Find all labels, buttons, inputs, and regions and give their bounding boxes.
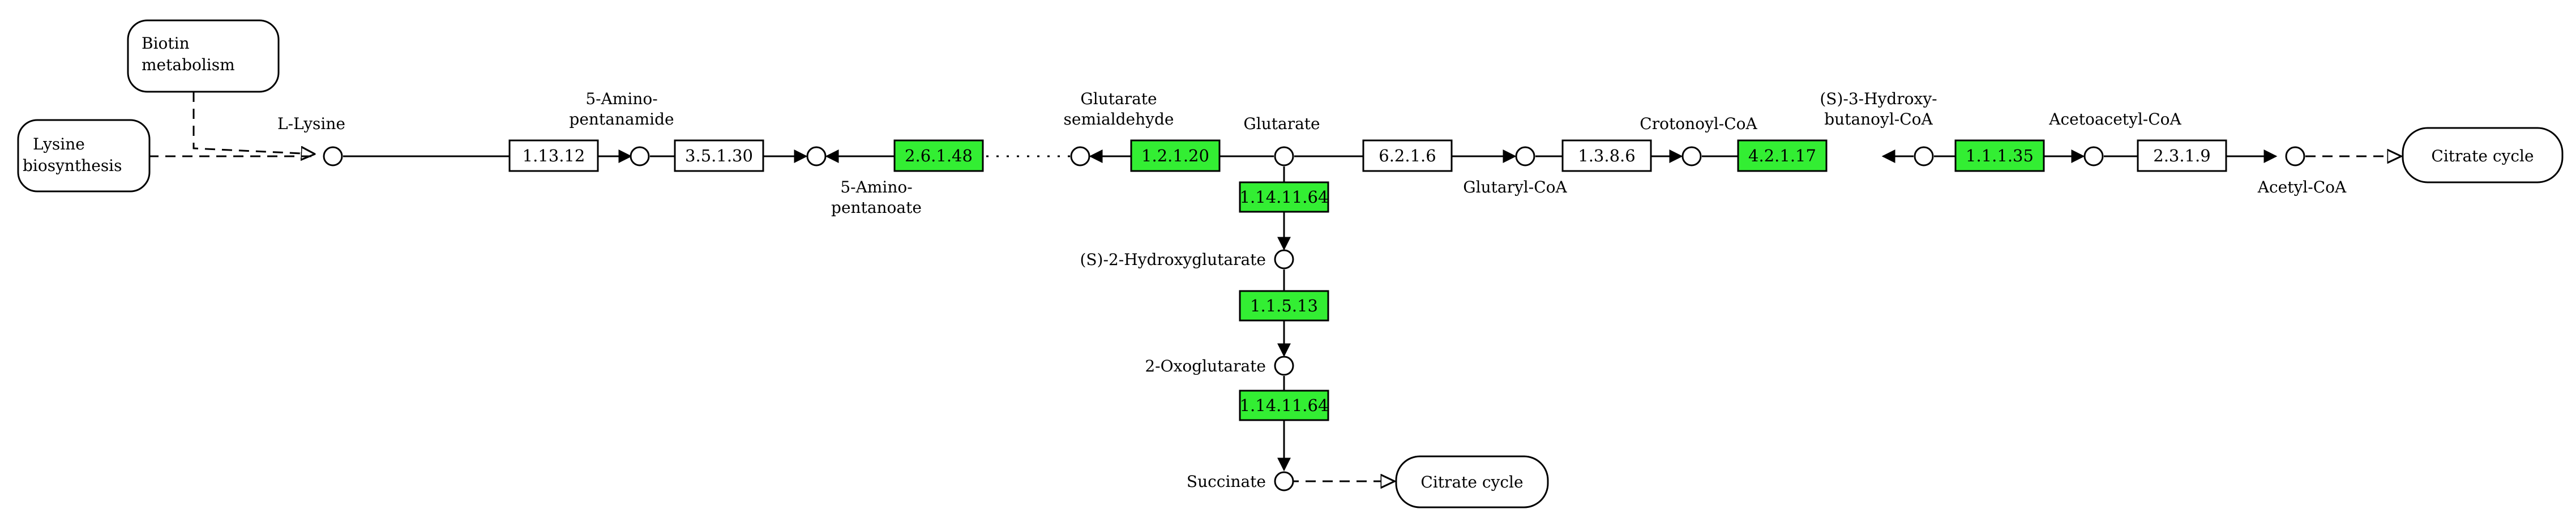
compound-labels: L-Lysine 5-Amino- pentanamide 5-Amino- p… [277,89,2347,491]
enzyme-box-8[interactable]: 1.1.1.35 [1954,139,2045,172]
compound-label-aminopentanoate-1: 5-Amino- [840,178,912,196]
compound-node-llysine[interactable] [323,146,343,166]
map-label-biosynthesis: biosynthesis [23,156,122,175]
map-label-citrate-bottom: Citrate cycle [1420,473,1523,491]
compound-label-succinate: Succinate [1187,472,1266,491]
compound-label-hydroxybut-1: (S)-3-Hydroxy- [1820,89,1937,108]
compound-label-glutarylcoa: Glutaryl-CoA [1463,178,1567,196]
link-biotin-to-lysine [192,92,314,154]
map-label-biotin: Biotin [142,34,190,53]
map-node-citrate-cycle-top[interactable]: Citrate cycle [2402,127,2564,183]
connector-lines [148,92,2400,481]
compound-circles [323,146,2305,491]
svg-text:1.13.12: 1.13.12 [523,146,585,165]
map-label-lysine: Lysine [33,135,85,153]
compound-node-glutarylcoa[interactable] [1515,146,1535,166]
svg-text:1.1.1.35: 1.1.1.35 [1966,146,2034,165]
compound-node-glutarate[interactable] [1274,146,1294,166]
compound-label-aminopentanoate-2: pentanoate [831,198,922,217]
enzyme-box-2[interactable]: 3.5.1.30 [674,139,764,172]
svg-text:1.14.11.64: 1.14.11.64 [1240,187,1329,207]
compound-label-glutarate: Glutarate [1243,114,1320,133]
map-node-lysine-biosynthesis[interactable]: Lysine biosynthesis [17,119,151,193]
map-node-biotin-metabolism[interactable]: Biotin metabolism [127,19,280,93]
compound-label-acetoacetyl: Acetoacetyl-CoA [2048,110,2181,129]
enzyme-box-12[interactable]: 1.14.11.64 [1239,390,1329,421]
compound-label-acetylcoa: Acetyl-CoA [2257,178,2347,196]
enzyme-box-10[interactable]: 1.14.11.64 [1239,181,1329,213]
compound-label-aminopentanamide-2: pentanamide [569,110,674,129]
enzyme-box-1[interactable]: 1.13.12 [508,139,599,172]
svg-text:1.14.11.64: 1.14.11.64 [1240,396,1329,415]
compound-label-hydroxyglut: (S)-2-Hydroxyglutarate [1080,250,1266,269]
compound-node-aminopentanamide[interactable] [630,146,650,166]
svg-text:4.2.1.17: 4.2.1.17 [1748,146,1816,165]
enzyme-box-3[interactable]: 2.6.1.48 [893,139,984,172]
enzyme-box-11[interactable]: 1.1.5.13 [1239,290,1329,322]
enzyme-box-5[interactable]: 6.2.1.6 [1362,139,1453,172]
compound-label-hydroxybut-2: butanoyl-CoA [1824,110,1933,129]
map-node-citrate-cycle-bottom[interactable]: Citrate cycle [1395,455,1549,508]
svg-text:2.6.1.48: 2.6.1.48 [905,146,973,165]
svg-text:1.3.8.6: 1.3.8.6 [1578,146,1635,165]
svg-text:3.5.1.30: 3.5.1.30 [685,146,753,165]
compound-node-glutsemi[interactable] [1070,146,1090,166]
compound-node-oxoglut[interactable] [1274,356,1294,376]
enzyme-box-9[interactable]: 2.3.1.9 [2137,139,2227,172]
svg-text:1.2.1.20: 1.2.1.20 [1141,146,1209,165]
compound-node-acetylcoa[interactable] [2285,146,2305,166]
compound-label-glutsemi-1: Glutarate [1080,89,1157,108]
compound-node-crotonoylcoa[interactable] [1681,146,1702,166]
compound-node-hydroxyglut[interactable] [1274,249,1294,270]
enzyme-box-6[interactable]: 1.3.8.6 [1561,139,1652,172]
compound-label-glutsemi-2: semialdehyde [1064,110,1174,129]
enzyme-box-7[interactable]: 4.2.1.17 [1737,139,1828,172]
map-label-citrate-top: Citrate cycle [2431,147,2534,165]
compound-node-acetoacetyl[interactable] [2083,146,2104,166]
compound-node-aminopentanoate[interactable] [806,146,827,166]
compound-node-hydroxybut[interactable] [1914,146,1934,166]
svg-text:1.1.5.13: 1.1.5.13 [1250,296,1318,315]
svg-text:2.3.1.9: 2.3.1.9 [2153,146,2210,165]
svg-text:6.2.1.6: 6.2.1.6 [1379,146,1436,165]
compound-label-llysine: L-Lysine [277,114,345,133]
compound-node-succinate[interactable] [1274,471,1294,491]
map-label-metabolism: metabolism [142,55,235,74]
compound-label-crotonoylcoa: Crotonoyl-CoA [1640,114,1757,133]
compound-label-oxoglut: 2-Oxoglutarate [1145,357,1266,375]
enzyme-box-4[interactable]: 1.2.1.20 [1130,139,1221,172]
compound-label-aminopentanamide-1: 5-Amino- [585,89,657,108]
